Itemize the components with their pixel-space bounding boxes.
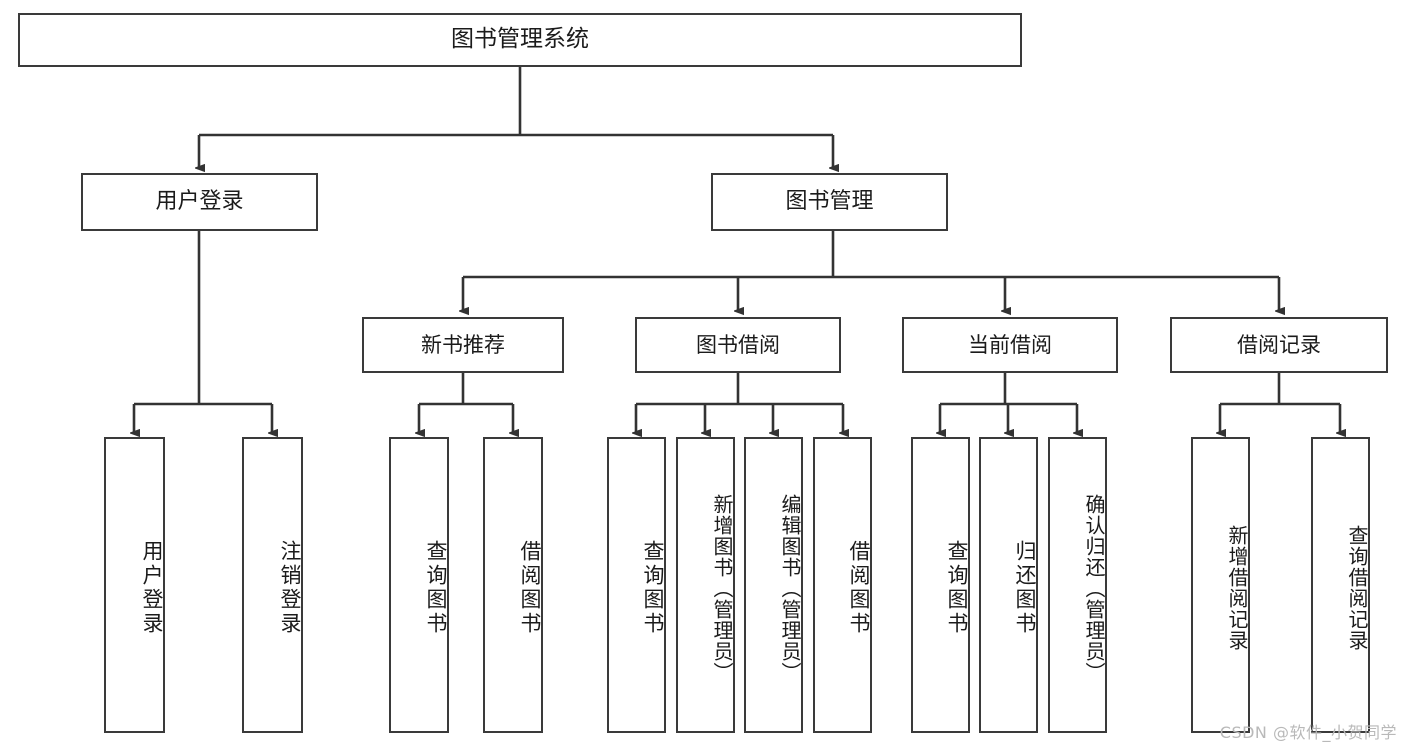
node-label: 新书推荐 <box>421 332 505 357</box>
node-root-library-management-system[interactable]: 图书管理系统 <box>18 13 1022 67</box>
node-label: 查询图书 <box>641 540 665 636</box>
leaf-user-login-login[interactable]: 用户登录 <box>104 437 165 733</box>
leaf-current-query-books[interactable]: 查询图书 <box>911 437 970 733</box>
node-label: 归还图书 <box>1013 540 1037 636</box>
leaf-record-query-borrow-record[interactable]: 查询借阅记录 <box>1311 437 1370 733</box>
node-new-book-recommendation[interactable]: 新书推荐 <box>362 317 564 373</box>
node-label: 借阅图书 <box>518 540 542 636</box>
leaf-user-login-logout[interactable]: 注销登录 <box>242 437 303 733</box>
leaf-new-book-query-books[interactable]: 查询图书 <box>389 437 449 733</box>
node-borrowing-record[interactable]: 借阅记录 <box>1170 317 1388 373</box>
node-label: 查询图书 <box>945 540 969 636</box>
node-label: 图书借阅 <box>696 332 780 357</box>
node-label: 新增借阅记录 <box>1225 525 1249 651</box>
node-label: 确认归还（管理员） <box>1082 493 1106 683</box>
leaf-record-add-borrow-record[interactable]: 新增借阅记录 <box>1191 437 1250 733</box>
node-label: 查询借阅记录 <box>1345 525 1369 651</box>
node-book-management[interactable]: 图书管理 <box>711 173 948 231</box>
node-label: 图书管理系统 <box>451 26 589 53</box>
leaf-borrow-edit-book-admin[interactable]: 编辑图书（管理员） <box>744 437 803 733</box>
node-label: 借阅图书 <box>847 540 871 636</box>
node-label: 用户登录 <box>155 188 244 214</box>
node-label: 借阅记录 <box>1237 332 1321 357</box>
node-book-borrowing[interactable]: 图书借阅 <box>635 317 841 373</box>
node-label: 当前借阅 <box>968 332 1052 357</box>
node-label: 图书管理 <box>785 188 874 214</box>
leaf-current-confirm-return-admin[interactable]: 确认归还（管理员） <box>1048 437 1107 733</box>
node-label: 编辑图书（管理员） <box>778 493 802 683</box>
node-label: 注销登录 <box>278 540 302 636</box>
node-current-borrowing[interactable]: 当前借阅 <box>902 317 1118 373</box>
leaf-borrow-borrow-books[interactable]: 借阅图书 <box>813 437 872 733</box>
node-label: 查询图书 <box>424 540 448 636</box>
leaf-current-return-books[interactable]: 归还图书 <box>979 437 1038 733</box>
leaf-borrow-query-books[interactable]: 查询图书 <box>607 437 666 733</box>
node-user-login[interactable]: 用户登录 <box>81 173 318 231</box>
node-label: 用户登录 <box>140 540 164 636</box>
node-label: 新增图书（管理员） <box>710 493 734 683</box>
leaf-new-book-borrow-books[interactable]: 借阅图书 <box>483 437 543 733</box>
leaf-borrow-add-book-admin[interactable]: 新增图书（管理员） <box>676 437 735 733</box>
